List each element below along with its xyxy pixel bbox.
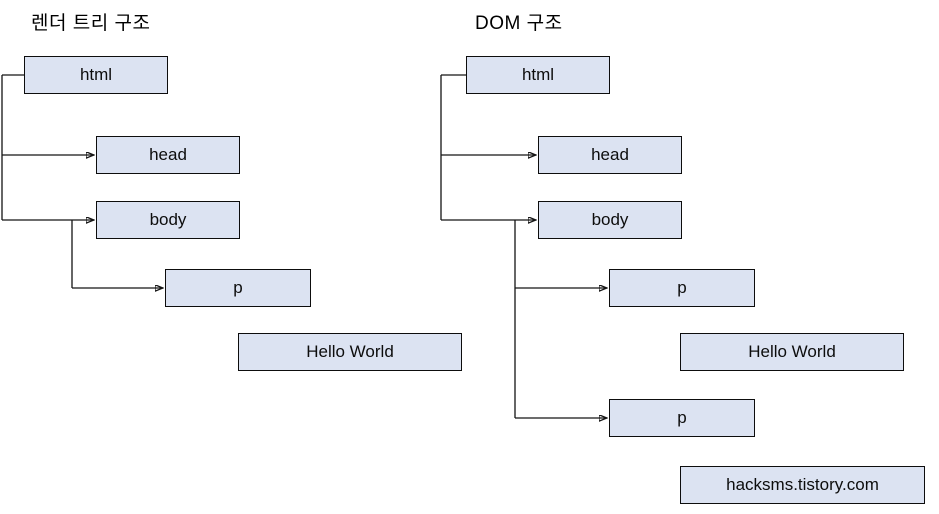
watermark-label: hacksms.tistory.com: [680, 466, 925, 504]
left-node-body[interactable]: body: [96, 201, 240, 239]
right-node-body[interactable]: body: [538, 201, 682, 239]
left-node-p[interactable]: p: [165, 269, 311, 307]
left-node-head[interactable]: head: [96, 136, 240, 174]
right-node-p-first[interactable]: p: [609, 269, 755, 307]
left-node-text-hello-world[interactable]: Hello World: [238, 333, 462, 371]
right-diagram-title: DOM 구조: [475, 13, 563, 34]
right-node-head[interactable]: head: [538, 136, 682, 174]
left-diagram-title: 렌더 트리 구조: [31, 13, 151, 34]
right-node-text-hello-world[interactable]: Hello World: [680, 333, 904, 371]
left-node-html[interactable]: html: [24, 56, 168, 94]
right-node-p-second[interactable]: p: [609, 399, 755, 437]
right-node-html[interactable]: html: [466, 56, 610, 94]
